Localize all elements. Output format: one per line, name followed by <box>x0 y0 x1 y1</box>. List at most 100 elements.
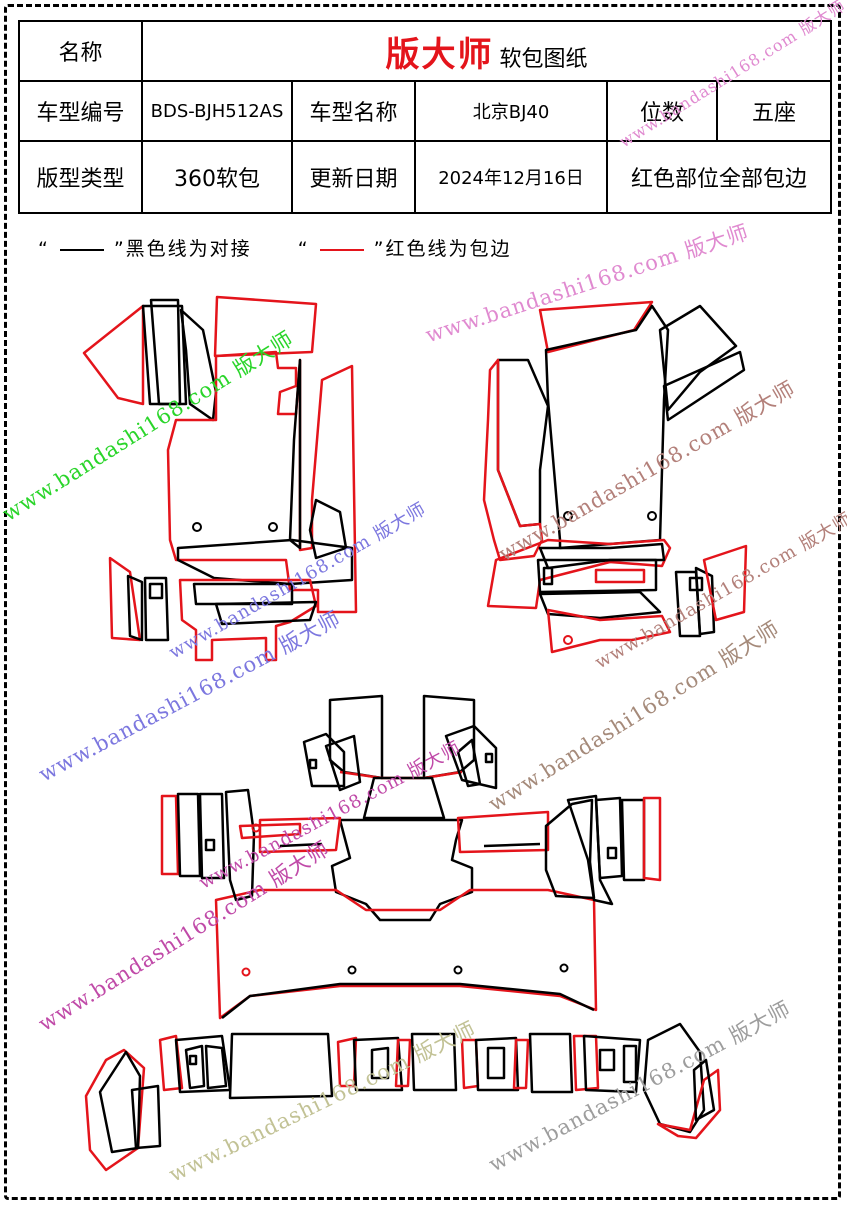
pattern-piece <box>496 358 550 528</box>
pattern-piece <box>192 582 294 606</box>
pattern-piece <box>108 556 142 642</box>
model-name: 北京BJ40 <box>414 80 608 142</box>
rear-left-pieces <box>160 788 302 902</box>
pattern-piece <box>688 576 704 592</box>
pattern-piece <box>482 358 544 562</box>
pattern-piece <box>394 1038 412 1088</box>
pattern-piece <box>620 798 646 882</box>
pattern-piece <box>598 1048 616 1072</box>
pattern-piece <box>702 544 748 622</box>
pattern-piece <box>444 724 498 790</box>
pattern-piece <box>674 570 702 638</box>
pattern-piece <box>166 350 358 614</box>
front-left-pieces <box>82 295 358 662</box>
pattern-piece <box>456 738 482 788</box>
pattern-piece <box>214 888 598 1020</box>
pattern-piece <box>302 732 346 788</box>
pattern-piece <box>158 1034 184 1092</box>
pattern-piece <box>188 1054 198 1066</box>
bottom-row-pieces <box>84 1022 722 1172</box>
pattern-piece <box>98 1050 142 1154</box>
pattern-piece <box>160 794 180 876</box>
pin-hole <box>241 967 251 977</box>
edge-note: 红色部位全部包边 <box>605 140 833 214</box>
model-code: BDS-BJH512AS <box>141 80 293 142</box>
pattern-piece <box>148 582 164 600</box>
legend-black-text: ”黑色线为对接 <box>113 238 252 260</box>
pattern-piece <box>308 758 318 770</box>
seats-label: 位数 <box>606 80 718 142</box>
pattern-piece <box>308 498 348 560</box>
doc-title: 软包图纸 <box>499 46 588 72</box>
pattern-piece <box>224 788 256 902</box>
pin-hole <box>559 963 569 973</box>
black-line-sample <box>59 248 104 251</box>
pattern-piece <box>546 608 672 654</box>
pattern-piece <box>126 574 144 642</box>
front-right-pieces <box>482 300 748 654</box>
pattern-piece <box>184 1044 206 1090</box>
pattern-piece <box>538 590 662 620</box>
type-label: 版型类型 <box>18 140 143 214</box>
pattern-piece <box>544 304 670 550</box>
pattern-piece <box>336 1036 358 1088</box>
pin-hole <box>192 522 202 532</box>
pattern-piece <box>204 838 216 852</box>
pattern-piece <box>486 1046 506 1080</box>
pattern-piece <box>176 538 354 586</box>
name-label: 名称 <box>18 20 143 82</box>
pattern-piece <box>512 1038 530 1090</box>
pattern-piece <box>538 300 654 354</box>
pattern-piece <box>474 1036 520 1092</box>
pattern-piece <box>642 796 662 882</box>
rear-right-pieces <box>544 794 662 906</box>
pattern-piece <box>486 538 672 610</box>
pattern-piece <box>149 298 182 406</box>
pattern-piece <box>221 982 595 1019</box>
pattern-piece <box>238 822 302 840</box>
pin-hole <box>563 635 573 645</box>
pattern-piece <box>176 792 202 878</box>
pin-hole <box>251 823 261 833</box>
brand-title: 版大师 <box>385 34 494 75</box>
pin-hole <box>453 965 463 975</box>
pattern-piece <box>528 1032 574 1094</box>
pattern-piece <box>484 752 494 764</box>
pattern-piece <box>658 304 738 412</box>
pattern-piece <box>410 1032 458 1092</box>
rear-center-upper-pieces <box>302 694 498 820</box>
pattern-piece <box>141 304 188 406</box>
pattern-piece <box>483 842 541 848</box>
pattern-piece <box>642 1022 706 1134</box>
pattern-piece <box>662 350 746 422</box>
legend-red-open: “ <box>297 238 310 260</box>
pattern-piece <box>582 1034 642 1094</box>
seats-value: 五座 <box>715 80 833 142</box>
red-line-sample <box>319 248 364 251</box>
pin-hole <box>268 522 278 532</box>
model-code-label: 车型编号 <box>18 80 143 142</box>
pattern-piece <box>143 576 170 642</box>
pattern-piece <box>656 1068 722 1140</box>
pattern-piece <box>324 734 362 792</box>
pattern-piece <box>370 1046 390 1080</box>
rear-center-body <box>214 810 598 1020</box>
pattern-piece <box>606 846 618 860</box>
pattern-piece <box>544 798 596 900</box>
legend-black-open: “ <box>38 238 50 260</box>
pin-hole <box>347 965 357 975</box>
model-name-label: 车型名称 <box>291 80 416 142</box>
page-border <box>4 4 841 1200</box>
pin-hole <box>563 511 573 521</box>
pattern-piece <box>594 568 646 584</box>
pattern-piece <box>692 1058 716 1122</box>
pattern-piece <box>204 1044 228 1090</box>
pattern-piece <box>213 295 318 358</box>
pattern-piece <box>362 776 446 820</box>
pattern-piece <box>82 304 145 406</box>
type-value: 360软包 <box>141 140 293 214</box>
pattern-piece <box>130 1084 162 1150</box>
pin-hole <box>647 511 657 521</box>
pattern-piece <box>198 792 226 880</box>
